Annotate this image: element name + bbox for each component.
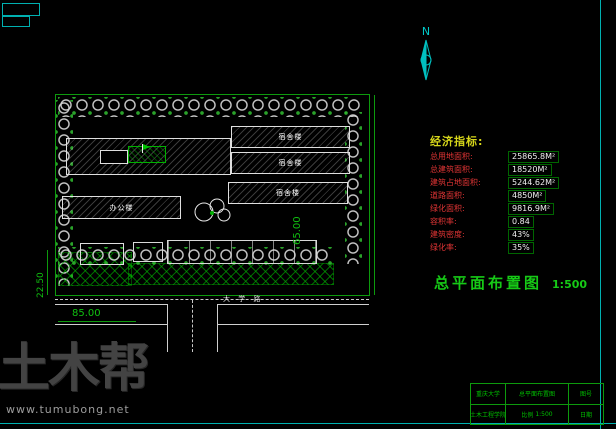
economic-panel: 总用地面积: 25865.8M² 总建筑面积: 18520M² 建筑占地面积: … [430,150,580,254]
economic-row: 建筑占地面积: 5244.62M² [430,176,580,189]
economic-row: 总用地面积: 25865.8M² [430,150,580,163]
titleblock-date-label: 日期 [579,411,592,419]
building-label: 宿舍楼 [276,189,300,197]
flag-icon [143,144,150,150]
titleblock-scale: 比例 1:500 [506,405,568,425]
economic-row: 容积率: 0.84 [430,215,580,228]
titleblock-dept: 土木工程学院 [471,411,505,419]
economic-row-label: 绿化率: [430,243,457,252]
economic-row-label: 道路面积: [430,191,465,200]
titleblock: 重庆大学 土木工程学院 总平面布置图 比例 1:500 图号 日期 [470,383,604,425]
building-office: 办公楼 [62,196,181,219]
frame-corner-box-1 [2,3,40,16]
frame-border-bottom [0,423,616,424]
economic-title: 经济指标: [430,135,484,148]
economic-row: 绿化率: 35% [430,241,580,254]
titleblock-number-label: 图号 [569,384,603,405]
tree-row-right [345,112,362,264]
economic-row-label: 建筑占地面积: [430,178,481,187]
sports-court-small [133,242,163,262]
north-needle-icon [420,39,432,81]
green-hatch-south [128,263,334,285]
frame-border-right [600,0,601,429]
economic-row-value: 5244.62M² [508,176,560,189]
road-centerline [192,300,193,352]
economic-row: 建筑密度: 43% [430,228,580,241]
north-label: N [421,25,431,38]
road-edge [167,305,168,352]
economic-row-value: 9816.9M² [508,202,555,215]
economic-row-label: 总建筑面积: [430,165,473,174]
north-arrow: N [404,26,448,86]
tree-row-left [56,100,73,286]
road-edge [55,324,168,325]
plaza-fountain [194,198,231,222]
economic-row-label: 绿化面积: [430,204,465,213]
dimension-line-left [47,250,48,295]
titleblock-scale-label: 比例 [521,411,534,419]
economic-row: 绿化面积: 9816.9M² [430,202,580,215]
watermark-brand: 土木帮 [0,339,150,399]
economic-row-value: 0.84 [508,215,534,228]
road-edge [217,304,369,305]
frame-corner-box-2 [2,16,30,27]
road-centerline [55,299,369,300]
dimension-left: 22.50 [36,272,46,298]
economic-row-label: 总用地面积: [430,152,473,161]
road-edge [55,304,168,305]
dimension-line-right [374,95,375,295]
economic-row-label: 容积率: [430,217,457,226]
titleblock-col-school: 重庆大学 土木工程学院 [471,384,506,424]
watermark-url: www.tumubong.net [6,403,130,416]
economic-row-label: 建筑密度: [430,230,465,239]
economic-row-value: 18520M² [508,163,552,176]
economic-row-value: 35% [508,241,534,254]
building-label: 宿舍楼 [278,159,303,167]
building-complex-notch [100,150,128,164]
titleblock-scale-value: 1:500 [535,410,553,418]
drawing-title-text: 总平面布置图 [434,274,543,292]
dimension-middle: 65.00 [292,216,303,245]
building-label: 宿舍楼 [278,133,303,141]
economic-row-value: 4850M² [508,189,547,202]
building-dorm-3: 宿舍楼 [228,182,348,204]
economic-row: 道路面积: 4850M² [430,189,580,202]
economic-row-value: 25865.8M² [508,150,560,163]
tree-row-top [58,97,360,117]
road-edge [217,305,218,352]
building-dorm-2: 宿舍楼 [231,152,350,174]
economic-row-value: 43% [508,228,534,241]
economic-row: 总建筑面积: 18520M² [430,163,580,176]
building-label: 办公楼 [109,203,134,212]
road-edge [217,324,369,325]
road-label: 大 学 路 [223,295,264,303]
titleblock-col-meta: 图号 日期 [569,384,603,424]
building-small [80,243,124,265]
flag-icon [142,144,143,153]
dimension-bottom: 85.00 [72,308,101,319]
dimension-line-bottom [58,321,136,322]
titleblock-drawing-name: 总平面布置图 [506,384,568,405]
site-boundary [55,94,370,296]
sports-courts [167,240,317,264]
drawing-title: 总平面布置图 1:500 [434,272,587,293]
titleblock-school: 重庆大学 [471,384,505,405]
titleblock-col-drawing: 总平面布置图 比例 1:500 [506,384,569,424]
drawing-scale: 1:500 [552,278,588,291]
building-dorm-1: 宿舍楼 [231,126,350,148]
